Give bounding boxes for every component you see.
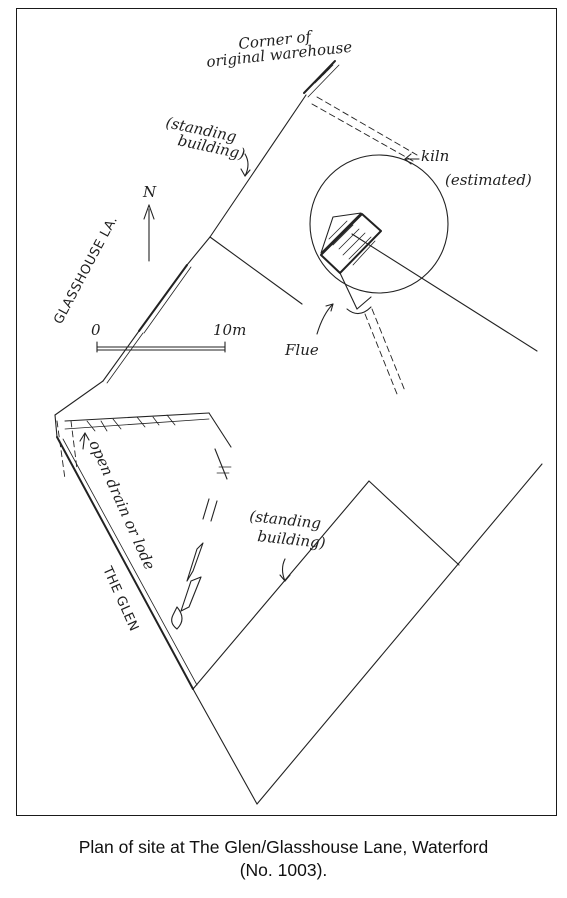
scale-bar bbox=[96, 341, 226, 353]
label-the-glen: THE GLEN bbox=[99, 564, 141, 634]
flue-structure bbox=[320, 212, 382, 315]
wall-fragments bbox=[64, 412, 232, 630]
the-glen-frontage bbox=[54, 414, 258, 805]
property-boundaries bbox=[192, 233, 543, 805]
label-kiln-line1: kiln bbox=[421, 147, 449, 165]
figure-caption: Plan of site at The Glen/Glasshouse Lane… bbox=[0, 836, 567, 882]
warehouse-corner-hatch bbox=[303, 60, 340, 98]
drawing-frame: Corner of original warehouse (standing b… bbox=[16, 8, 557, 816]
kiln-circle bbox=[309, 154, 449, 294]
label-scale-start: 0 bbox=[91, 321, 101, 339]
label-open-drain: open drain or lode bbox=[85, 437, 159, 572]
site-plan-drawing: Corner of original warehouse (standing b… bbox=[51, 27, 543, 805]
label-glasshouse-lane: GLASSHOUSE LA. bbox=[51, 213, 121, 326]
label-pointer-arrows bbox=[79, 153, 420, 582]
glasshouse-lane-frontage bbox=[54, 94, 307, 416]
label-kiln-line2: (estimated) bbox=[445, 171, 532, 189]
caption-line2: (No. 1003). bbox=[239, 860, 328, 880]
caption-line1: Plan of site at The Glen/Glasshouse Lane… bbox=[78, 837, 489, 857]
label-flue: Flue bbox=[284, 341, 319, 359]
label-scale-end: 10m bbox=[213, 321, 246, 339]
label-north: N bbox=[142, 183, 157, 201]
dashed-projection-lines bbox=[56, 96, 418, 480]
north-arrow-icon bbox=[143, 204, 155, 262]
